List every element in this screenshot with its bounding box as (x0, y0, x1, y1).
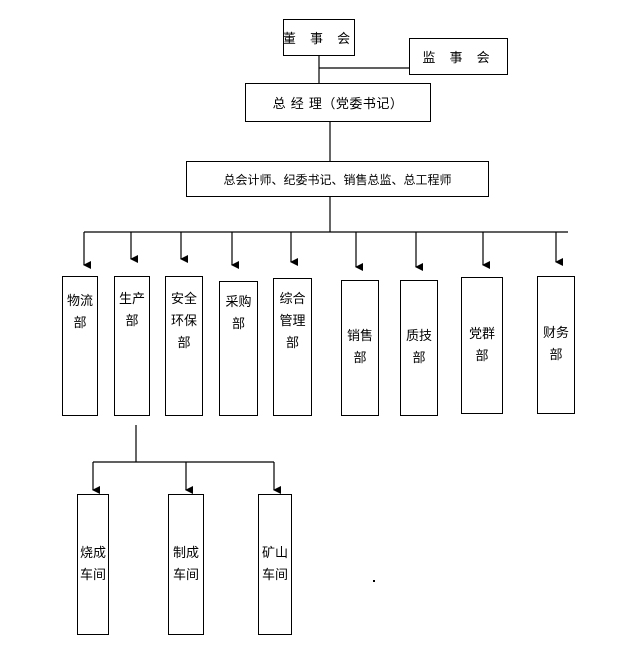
stray-dot (373, 580, 375, 582)
dept-general-management: 综合管理部 (273, 278, 312, 416)
general-manager-box: 总 经 理（党委书记） (245, 83, 431, 122)
dept-sales: 销售部 (341, 280, 379, 416)
workshop-mining: 矿山车间 (258, 494, 292, 635)
dept-party-affairs: 党群部 (461, 277, 503, 414)
dept-safety-environment: 安全环保部 (165, 276, 203, 416)
senior-leaders-box: 总会计师、纪委书记、销售总监、总工程师 (186, 161, 489, 197)
chairman-box: 董 事 会 (283, 19, 355, 56)
dept-quality-technology: 质技部 (400, 280, 438, 416)
dept-production: 生产部 (114, 276, 150, 416)
dept-purchasing: 采购部 (219, 281, 258, 416)
supervisor-box: 监 事 会 (409, 38, 508, 75)
dept-logistics: 物流部 (62, 276, 98, 416)
workshop-finishing: 制成车间 (168, 494, 204, 635)
dept-finance: 财务部 (537, 276, 575, 414)
workshop-sintering: 烧成车间 (77, 494, 109, 635)
